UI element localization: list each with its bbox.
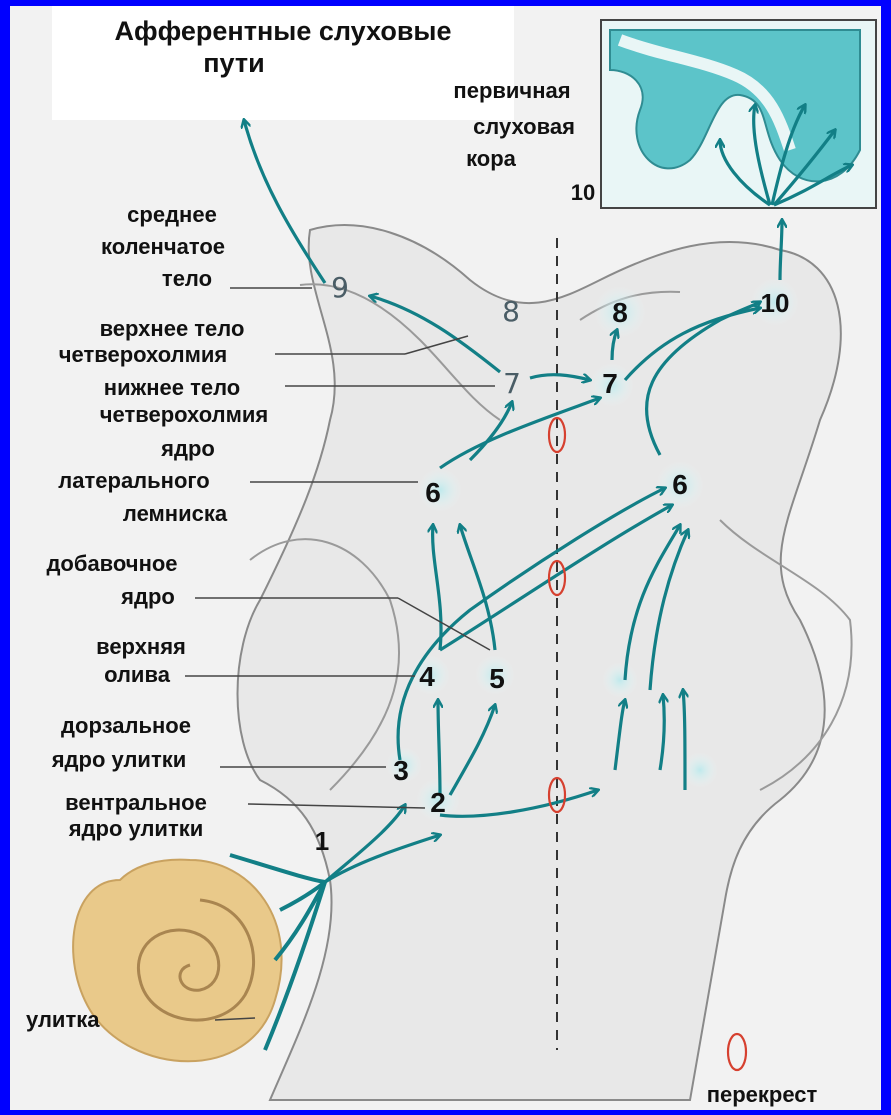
- number-6-left: 6: [425, 477, 441, 508]
- label-cortex-1: первичная: [453, 78, 570, 103]
- label-cortex-3: кора: [466, 146, 517, 171]
- label-mgb-2: коленчатое: [101, 234, 225, 259]
- title-line-2: пути: [203, 48, 264, 78]
- label-superior-colliculus-1: верхнее тело: [100, 316, 245, 341]
- number-10-box: 10: [571, 180, 595, 205]
- number-3: 3: [393, 755, 409, 786]
- label-superior-olive-2: олива: [104, 662, 171, 687]
- legend-crossing-label: перекрест: [707, 1082, 818, 1107]
- number-8-right: 8: [612, 297, 628, 328]
- title-line-1: Афферентные слуховые: [115, 16, 452, 46]
- label-lateral-lemniscus-3: лемниска: [123, 501, 228, 526]
- label-lateral-lemniscus-2: латерального: [58, 468, 209, 493]
- number-1: 1: [315, 826, 329, 856]
- label-ventral-cochlear-1: вентральное: [65, 790, 207, 815]
- label-dorsal-cochlear-1: дорзальное: [61, 713, 191, 738]
- number-9: 9: [331, 271, 349, 304]
- number-2: 2: [430, 787, 446, 818]
- number-10-right: 10: [761, 288, 790, 318]
- number-4: 4: [419, 661, 435, 692]
- label-ventral-cochlear-2: ядро улитки: [68, 816, 204, 841]
- number-5: 5: [489, 663, 505, 694]
- number-7-left: 7: [503, 367, 521, 400]
- label-superior-olive-1: верхняя: [96, 634, 186, 659]
- label-dorsal-cochlear-2: ядро улитки: [51, 747, 187, 772]
- number-6-right: 6: [672, 469, 688, 500]
- label-accessory-nucleus-1: добавочное: [46, 551, 177, 576]
- label-mgb-1: среднее: [127, 202, 217, 227]
- number-7-right: 7: [602, 368, 618, 399]
- label-inferior-colliculus-2: четверохолмия: [100, 402, 268, 427]
- label-accessory-nucleus-2: ядро: [120, 584, 175, 609]
- label-cortex-2: слуховая: [473, 114, 575, 139]
- label-lateral-lemniscus-1: ядро: [160, 436, 215, 461]
- label-mgb-3: тело: [162, 266, 212, 291]
- number-8-left: 8: [502, 295, 520, 328]
- label-superior-colliculus-2: четверохолмия: [59, 342, 227, 367]
- label-inferior-colliculus-1: нижнее тело: [104, 375, 240, 400]
- label-cochlea: улитка: [26, 1007, 100, 1032]
